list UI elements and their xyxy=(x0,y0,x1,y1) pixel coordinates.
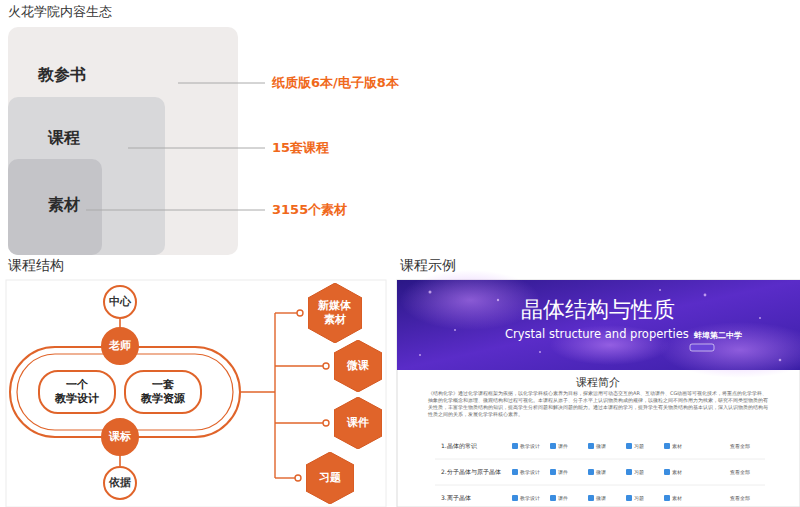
resource-tag: 教学设计 xyxy=(520,443,540,449)
node-text: 一套 教学资源 xyxy=(138,378,189,406)
teacher-circle: 老师 xyxy=(101,327,139,365)
resource-tag: 素材 xyxy=(672,443,682,449)
view-all-link: 查看全部 xyxy=(730,495,750,501)
connector xyxy=(119,319,121,327)
center-circle: 中心 xyxy=(103,285,137,319)
branch-wires xyxy=(240,310,329,481)
material-box: 素材 xyxy=(8,159,102,255)
node-text: 课标 xyxy=(109,430,131,444)
media-hexagon: 新媒体 素材 xyxy=(308,283,362,343)
row-separators xyxy=(435,459,765,485)
lesson-title: 3.离子晶体 xyxy=(441,494,471,501)
banner xyxy=(397,270,800,378)
banner-title: 晶体结构与性质 xyxy=(521,297,675,323)
school-name: 蚌埠第二中学 xyxy=(694,331,742,341)
diagram-title: 火花学院内容生态 xyxy=(8,4,112,20)
exercise-hexagon: 习题 xyxy=(306,452,354,504)
hexagon-fill xyxy=(306,452,354,504)
count-label: 15套课程 xyxy=(272,140,329,156)
book-box: 教参书课程素材 xyxy=(8,27,238,255)
banner-subtitle: Crystal structure and properties xyxy=(505,328,689,342)
count-label: 纸质版6本/电子版8本 xyxy=(272,75,399,91)
basis-circle: 依据 xyxy=(103,466,137,500)
resource-tag: 素材 xyxy=(672,469,682,475)
section-heading: 课程示例 xyxy=(400,257,456,274)
hexagon-fill xyxy=(308,283,362,343)
resource-tag: 课件 xyxy=(558,469,568,475)
node-text: 老师 xyxy=(109,339,131,353)
design-pill: 一个 教学设计 xyxy=(38,370,116,414)
connector xyxy=(119,456,121,466)
courseware-hexagon: 课件 xyxy=(334,397,382,449)
resource-tag: 教学设计 xyxy=(520,495,540,501)
resource-pill: 一套 教学资源 xyxy=(124,370,202,414)
resource-tag: 素材 xyxy=(672,495,682,501)
hexagon-fill xyxy=(334,340,382,392)
node-text: 中心 xyxy=(109,295,131,309)
node-text: 课程 xyxy=(48,128,80,147)
view-all-link: 查看全部 xyxy=(730,469,750,475)
resource-tag: 习题 xyxy=(634,469,644,475)
structure-panel xyxy=(6,280,386,507)
node-text: 依据 xyxy=(109,476,131,490)
node-text: 素材 xyxy=(48,195,80,214)
node-text: 新媒体 素材 xyxy=(316,299,353,327)
intro-paragraph: 《结构化学》通过化学课程框架为依据，以化学学科核心素养为目标，探索运用可动态交互… xyxy=(428,390,772,418)
resource-tag: 课件 xyxy=(558,495,568,501)
resource-tag: 微课 xyxy=(596,469,606,475)
standard-circle: 课标 xyxy=(101,418,139,456)
resource-tag: 习题 xyxy=(634,443,644,449)
resource-tag: 习题 xyxy=(634,495,644,501)
resource-tag: 微课 xyxy=(596,495,606,501)
node-text: 微课 xyxy=(339,359,376,373)
resource-icons xyxy=(512,443,670,501)
hexagon-fill xyxy=(334,397,382,449)
view-all-link: 查看全部 xyxy=(730,443,750,449)
lesson-title: 2.分子晶体与原子晶体 xyxy=(441,468,501,475)
resource-tag: 教学设计 xyxy=(520,469,540,475)
node-text: 课件 xyxy=(339,416,376,430)
node-text: 习题 xyxy=(311,471,348,485)
course-box: 课程素材 xyxy=(8,97,165,255)
section-heading: 课程结构 xyxy=(8,257,64,274)
node-text: 教参书 xyxy=(38,65,86,84)
resource-tag: 课件 xyxy=(558,443,568,449)
node-text: 一个 教学设计 xyxy=(52,378,103,406)
count-label: 3155个素材 xyxy=(272,202,347,218)
intro-heading: 课程简介 xyxy=(576,376,620,389)
resource-tag: 微课 xyxy=(596,443,606,449)
microlesson-hexagon: 微课 xyxy=(334,340,382,392)
lesson-title: 1.晶体的常识 xyxy=(441,442,477,449)
